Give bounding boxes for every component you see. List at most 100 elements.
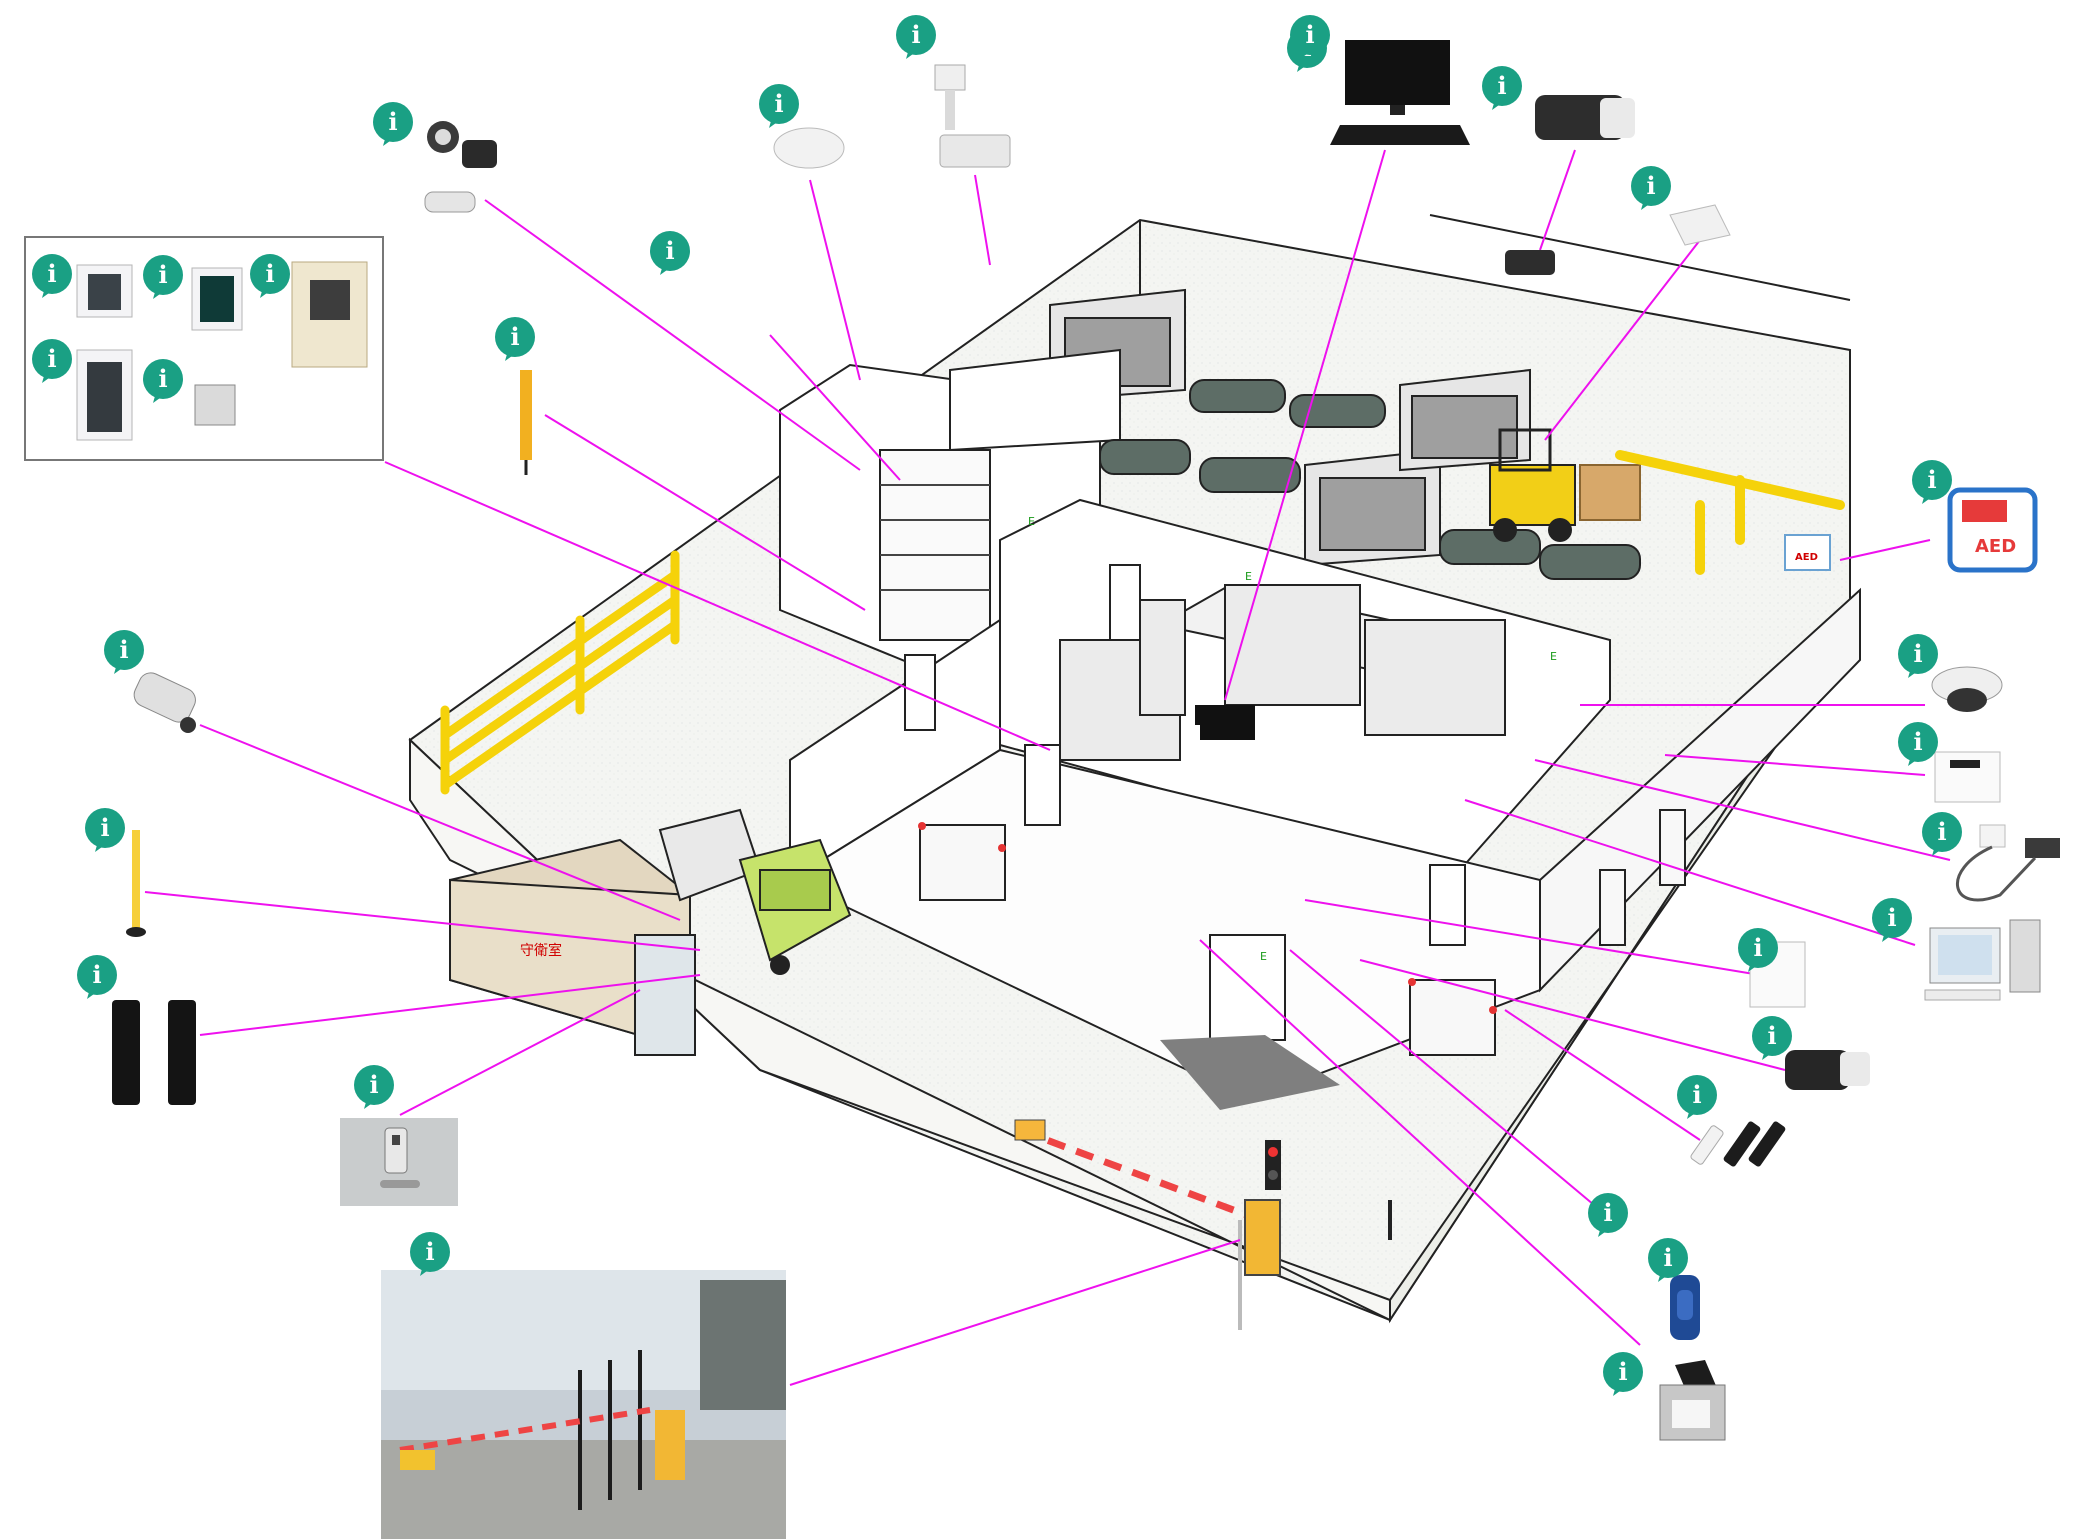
info-icon[interactable] — [77, 955, 117, 995]
info-button-control-unit[interactable]: i — [1922, 812, 1962, 856]
conveyors — [1099, 379, 1641, 580]
connector-line — [199, 724, 681, 921]
info-icon[interactable] — [1677, 1075, 1717, 1115]
info-glyph: i — [1937, 817, 1946, 846]
dual-lens-camera-illustration — [1505, 95, 1635, 275]
info-button-aed-cabinet[interactable]: i — [1898, 634, 1938, 678]
infrared-beam-illustration — [112, 1000, 196, 1105]
info-icon[interactable] — [1752, 1016, 1792, 1056]
info-button-small-panel[interactable]: i — [1752, 1016, 1792, 1060]
info-icon[interactable] — [32, 339, 72, 379]
gate-barrier-photo — [381, 1270, 786, 1539]
info-glyph: i — [774, 89, 783, 118]
info-button-ceiling-sensor[interactable]: i — [759, 84, 799, 128]
info-button[interactable]: i — [250, 254, 290, 298]
info-icon[interactable] — [1912, 460, 1952, 500]
info-button-bullet-camera-right[interactable]: i — [1677, 1075, 1717, 1119]
info-icon[interactable] — [32, 254, 72, 294]
info-button-pole-beam-sensor[interactable]: i — [104, 630, 144, 674]
info-icon[interactable] — [354, 1065, 394, 1105]
info-button-solar-unit[interactable]: i — [1603, 1352, 1643, 1396]
info-button-infrared-beam-pair[interactable]: i — [354, 1065, 394, 1109]
info-glyph: i — [1646, 171, 1655, 200]
info-button-gate-barrier-photo[interactable]: i — [1912, 460, 1952, 504]
info-button-bullet-camera-left[interactable]: i — [85, 808, 125, 852]
info-glyph: i — [1305, 20, 1314, 49]
barrier-arm — [1014, 1119, 1392, 1330]
info-button-dome-camera[interactable]: i — [1898, 722, 1938, 766]
info-icon[interactable] — [1631, 166, 1671, 206]
ceiling-box-camera-illustration — [934, 64, 1011, 168]
info-button-floodlight-camera[interactable]: i — [373, 102, 413, 146]
info-icon[interactable] — [759, 84, 799, 124]
info-icon[interactable] — [1603, 1352, 1643, 1392]
info-button-ceiling-box-camera[interactable]: i — [896, 15, 936, 59]
info-icon[interactable] — [143, 255, 183, 295]
info-icon[interactable] — [650, 231, 690, 271]
info-icon[interactable] — [1898, 722, 1938, 762]
info-button-wired-sensor[interactable]: i — [1872, 898, 1912, 942]
connector-line — [1534, 759, 1951, 861]
info-icon[interactable] — [373, 102, 413, 142]
info-button[interactable]: i — [143, 359, 183, 403]
bullet-camera-left-illustration — [133, 672, 196, 733]
connector-line — [1224, 149, 1386, 701]
info-button-access-panels[interactable]: i — [650, 231, 690, 275]
info-button-wireless-sensor[interactable]: i — [1631, 166, 1671, 210]
info-icon[interactable] — [1922, 812, 1962, 852]
info-icon[interactable] — [1872, 898, 1912, 938]
connector-line — [1504, 1009, 1701, 1141]
forklift — [1489, 428, 1641, 542]
connector-line — [974, 174, 991, 266]
info-icon[interactable] — [1482, 66, 1522, 106]
info-button-dual-lens-camera[interactable]: i — [1482, 66, 1522, 110]
info-button-blue-siren[interactable]: i — [1648, 1238, 1688, 1282]
access-panel-inset — [24, 236, 384, 461]
aed-cabinet-illustration: AED — [1947, 487, 2038, 573]
info-glyph: i — [1887, 903, 1896, 932]
pc-workstation-illustration — [1924, 919, 2041, 1001]
ceiling-sensor-illustration — [773, 127, 845, 169]
info-glyph: i — [665, 236, 674, 265]
control-unit-illustration — [1934, 751, 2001, 803]
pole-beam-sensor-illustration — [520, 370, 532, 475]
info-glyph: i — [1618, 1357, 1627, 1386]
info-glyph: i — [1497, 71, 1506, 100]
door-lock-illustration — [340, 1118, 458, 1206]
exit-sign: E — [1260, 950, 1267, 963]
info-button[interactable]: i — [32, 254, 72, 298]
info-button-contact-sensors[interactable]: i — [1588, 1193, 1628, 1237]
wireless-sensor-illustration — [1669, 204, 1731, 246]
building-model: 守衛室 AED E E E E — [408, 214, 1861, 1330]
info-icon[interactable] — [1588, 1193, 1628, 1233]
info-icon[interactable] — [104, 630, 144, 670]
info-button-standing-pole[interactable]: i — [77, 955, 117, 999]
info-button[interactable]: i — [32, 339, 72, 383]
exit-sign: E — [1028, 515, 1035, 528]
info-icon[interactable] — [1738, 928, 1778, 968]
connector-line — [484, 199, 861, 471]
info-icon[interactable] — [143, 359, 183, 399]
info-button-door-magnet-sensor[interactable]: i — [495, 317, 535, 361]
connector-line — [809, 179, 861, 381]
info-icon[interactable] — [1898, 634, 1938, 674]
info-button-pc-workstation[interactable]: i — [1738, 928, 1778, 972]
info-button[interactable]: i — [143, 255, 183, 299]
info-glyph: i — [1913, 639, 1922, 668]
info-glyph: i — [119, 635, 128, 664]
info-button[interactable]: i — [1290, 15, 1330, 59]
info-icon[interactable] — [250, 254, 290, 294]
connector-line — [1544, 239, 1701, 441]
info-icon[interactable] — [1290, 15, 1330, 55]
connector-line — [1304, 899, 1761, 976]
info-glyph: i — [1927, 465, 1936, 494]
info-icon[interactable] — [896, 15, 936, 55]
info-icon[interactable] — [1648, 1238, 1688, 1278]
info-icon[interactable] — [85, 808, 125, 848]
info-button-electronic-door-lock[interactable]: i — [410, 1232, 450, 1276]
info-hotspots: iiiiiiiiiiiiiiiiiiiiiiiiiiiiii — [32, 15, 1962, 1396]
info-icon[interactable] — [410, 1232, 450, 1272]
guard-house: 守衛室 — [449, 838, 696, 1056]
bullet-camera-right-illustration — [1785, 1050, 1870, 1090]
info-icon[interactable] — [495, 317, 535, 357]
